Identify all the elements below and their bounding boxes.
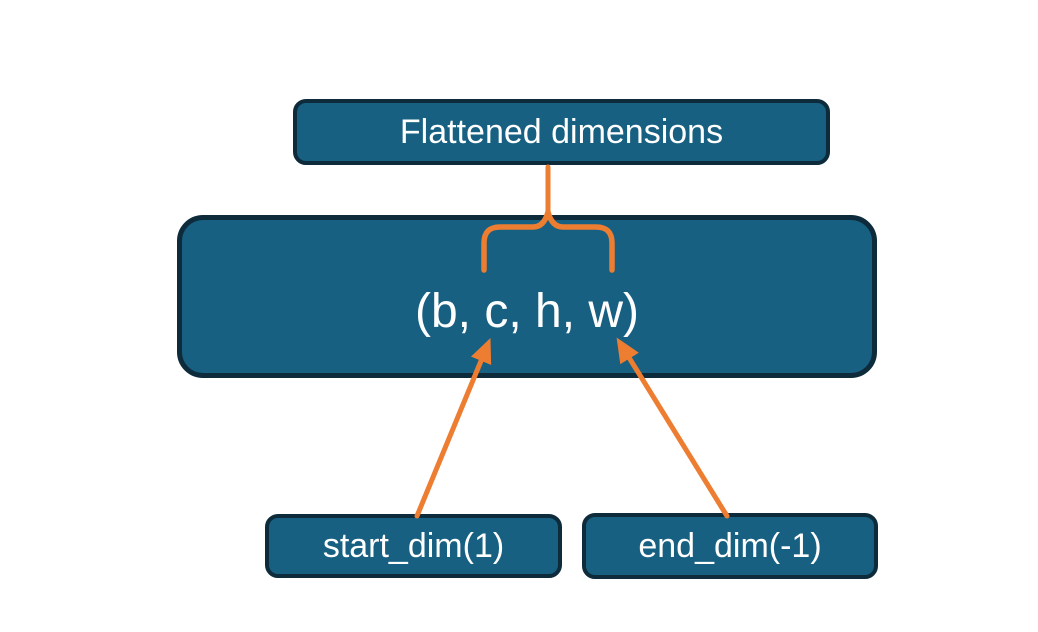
node-start-dim: start_dim(1) xyxy=(265,514,562,578)
node-end-dim: end_dim(-1) xyxy=(582,513,878,579)
node-tensor-shape: (b, c, h, w) xyxy=(177,215,877,378)
node-start-dim-label: start_dim(1) xyxy=(322,526,505,565)
node-tensor-shape-label: (b, c, h, w) xyxy=(414,285,640,338)
node-end-dim-label: end_dim(-1) xyxy=(638,526,822,565)
node-flattened-dimensions: Flattened dimensions xyxy=(293,99,830,165)
node-flattened-dimensions-label: Flattened dimensions xyxy=(399,112,724,151)
